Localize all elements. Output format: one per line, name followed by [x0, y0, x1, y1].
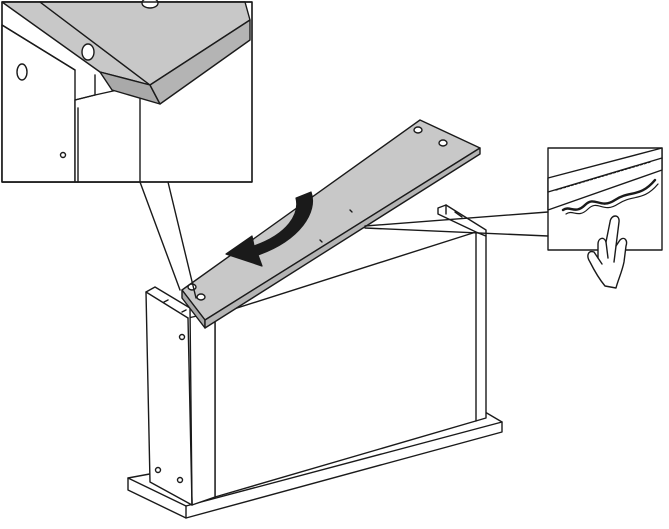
- left-side-panel: [145, 286, 193, 506]
- callout-pointer-right: [364, 211, 549, 237]
- pointing-hand-icon: [587, 215, 628, 289]
- screw-hole: [154, 466, 162, 474]
- screw-hole: [178, 333, 186, 341]
- right-end-panel: [437, 204, 487, 237]
- detail-callout: [1, 0, 253, 183]
- top-panel: [181, 119, 481, 329]
- rotate-arrow-icon: [225, 191, 313, 267]
- screw-hole: [176, 476, 184, 484]
- detail-callout-right: [547, 147, 663, 251]
- callout-pointer-left: [139, 181, 197, 299]
